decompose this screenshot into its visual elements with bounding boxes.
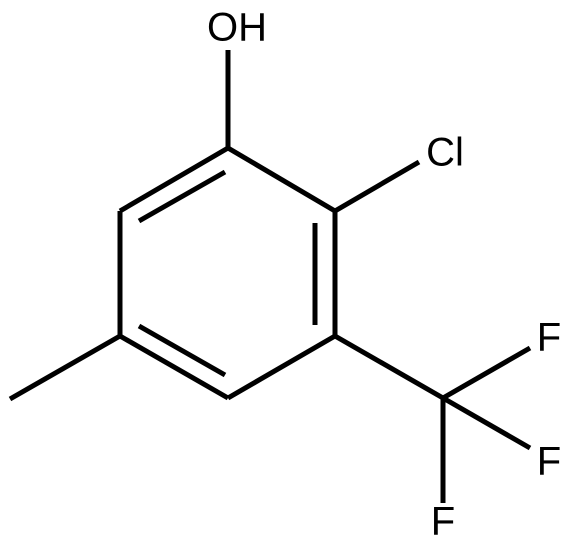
- ring-bond-c3-c4: [226, 333, 337, 401]
- ring-bond-c6-c1: [118, 145, 230, 214]
- double-bond-inner-c6-c1: [137, 169, 227, 224]
- ring-bond-c4-c5: [118, 333, 230, 401]
- fluorine-label-3: F: [431, 500, 455, 544]
- bond-cf3-f1: [441, 345, 532, 401]
- bond-c5-methyl: [8, 333, 122, 402]
- chloro-label: Cl: [426, 131, 464, 175]
- fluorine-label-1: F: [537, 316, 561, 360]
- benzene-ring: [117, 145, 338, 401]
- bond-cf3-f2: [441, 395, 532, 451]
- ring-bond-c1-c2: [226, 145, 337, 214]
- bond-c2-cl: [333, 159, 421, 214]
- bond-c3-cf3: [333, 333, 445, 401]
- double-bond-inner-c4-c5: [137, 323, 227, 378]
- hydroxyl-label: OH: [207, 6, 267, 50]
- fluorine-label-2: F: [537, 440, 561, 484]
